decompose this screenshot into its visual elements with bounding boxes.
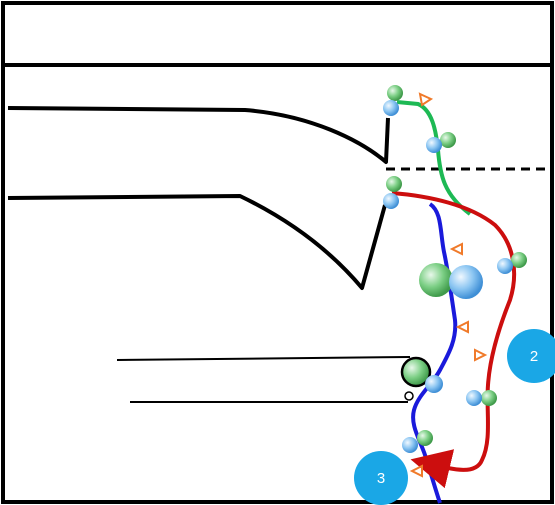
badge-2-label: 2: [530, 348, 538, 365]
particle-pair-large: [419, 263, 483, 299]
blue-path: [411, 202, 458, 504]
particle-pair-mid-low: [425, 375, 443, 393]
particle-pair-lower-right: [466, 390, 497, 406]
particle-pair-upper-right: [426, 132, 456, 153]
small-open-circle: [404, 391, 414, 401]
particle-pair-right: [497, 252, 527, 274]
badge-3: 3: [354, 451, 408, 505]
badge-2: 2: [507, 329, 555, 383]
particle-pair-top: [383, 85, 403, 116]
direction-arrow-icon: [409, 464, 423, 478]
direction-arrow-icon: [474, 348, 488, 362]
direction-arrow-icon: [455, 320, 469, 334]
particle-pair-entry: [383, 176, 402, 209]
particle-pair-bottom: [402, 430, 433, 453]
badge-3-label: 3: [377, 470, 385, 487]
direction-arrow-icon: [449, 242, 463, 256]
direction-arrow-icon: [418, 92, 434, 107]
lower-wedge-wall: [7, 194, 387, 290]
thin-line-upper: [116, 356, 411, 361]
upper-channel-wall: [7, 106, 390, 164]
large-green-sphere: [400, 356, 432, 388]
red-path: [391, 191, 517, 489]
